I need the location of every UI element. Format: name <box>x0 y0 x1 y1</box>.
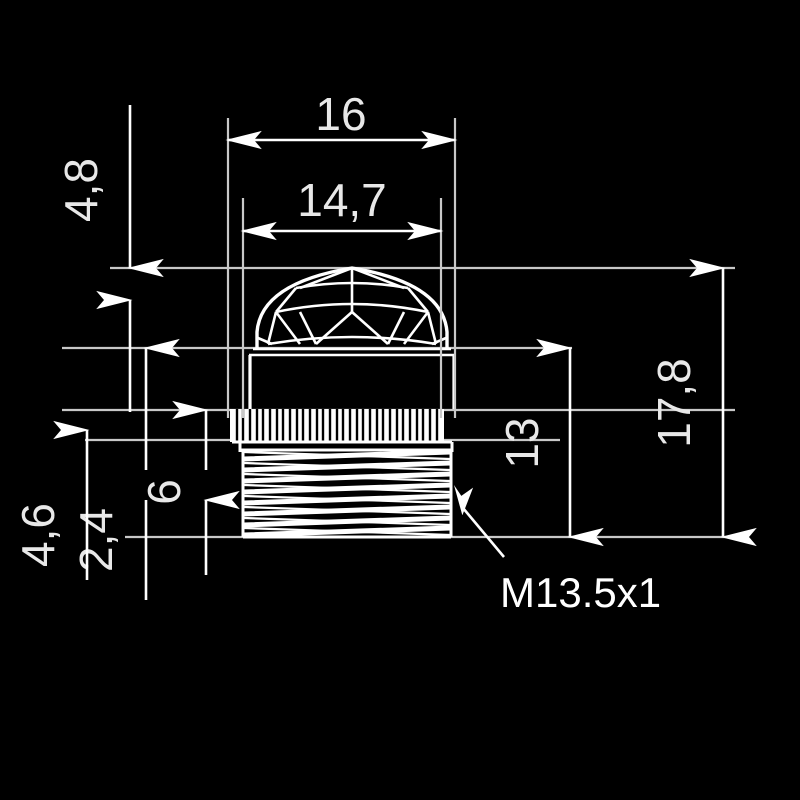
dim-label-14-7: 14,7 <box>297 174 387 226</box>
shoulder-step <box>232 440 454 452</box>
dim-label-2-4: 2,4 <box>70 508 122 572</box>
dim-label-16: 16 <box>315 88 366 140</box>
knurl-band-grooves <box>235 409 439 442</box>
dim-label-13: 13 <box>496 417 548 468</box>
thread-callout: M13.5x1 <box>453 485 661 616</box>
dome-geodesic-pattern <box>257 268 447 346</box>
dim-label-17-8: 17,8 <box>648 358 700 448</box>
part-geometry <box>230 266 456 539</box>
dim-label-4-8: 4,8 <box>55 158 107 222</box>
leader-line-thread <box>453 485 505 558</box>
dimension-height-top: 4,8 <box>55 105 164 412</box>
thread-outline <box>241 450 453 539</box>
dim-label-4-6: 4,6 <box>12 503 64 567</box>
dimension-height-thread: 6 <box>138 400 240 575</box>
dimension-width-inner: 14,7 <box>240 174 444 241</box>
thread-profile <box>241 450 452 538</box>
dimension-height-total: 17,8 <box>648 258 757 547</box>
barrel-body <box>248 355 456 409</box>
dimension-height-lower-a: 4,6 <box>12 420 90 580</box>
dimension-width-outer: 16 <box>225 88 458 150</box>
dim-label-6: 6 <box>138 479 190 505</box>
dimension-height-lower-b: 2,4 <box>70 338 180 600</box>
dome-rim <box>249 347 455 357</box>
thread-spec-label: M13.5x1 <box>500 569 661 616</box>
dimension-height-body: 13 <box>496 338 604 547</box>
